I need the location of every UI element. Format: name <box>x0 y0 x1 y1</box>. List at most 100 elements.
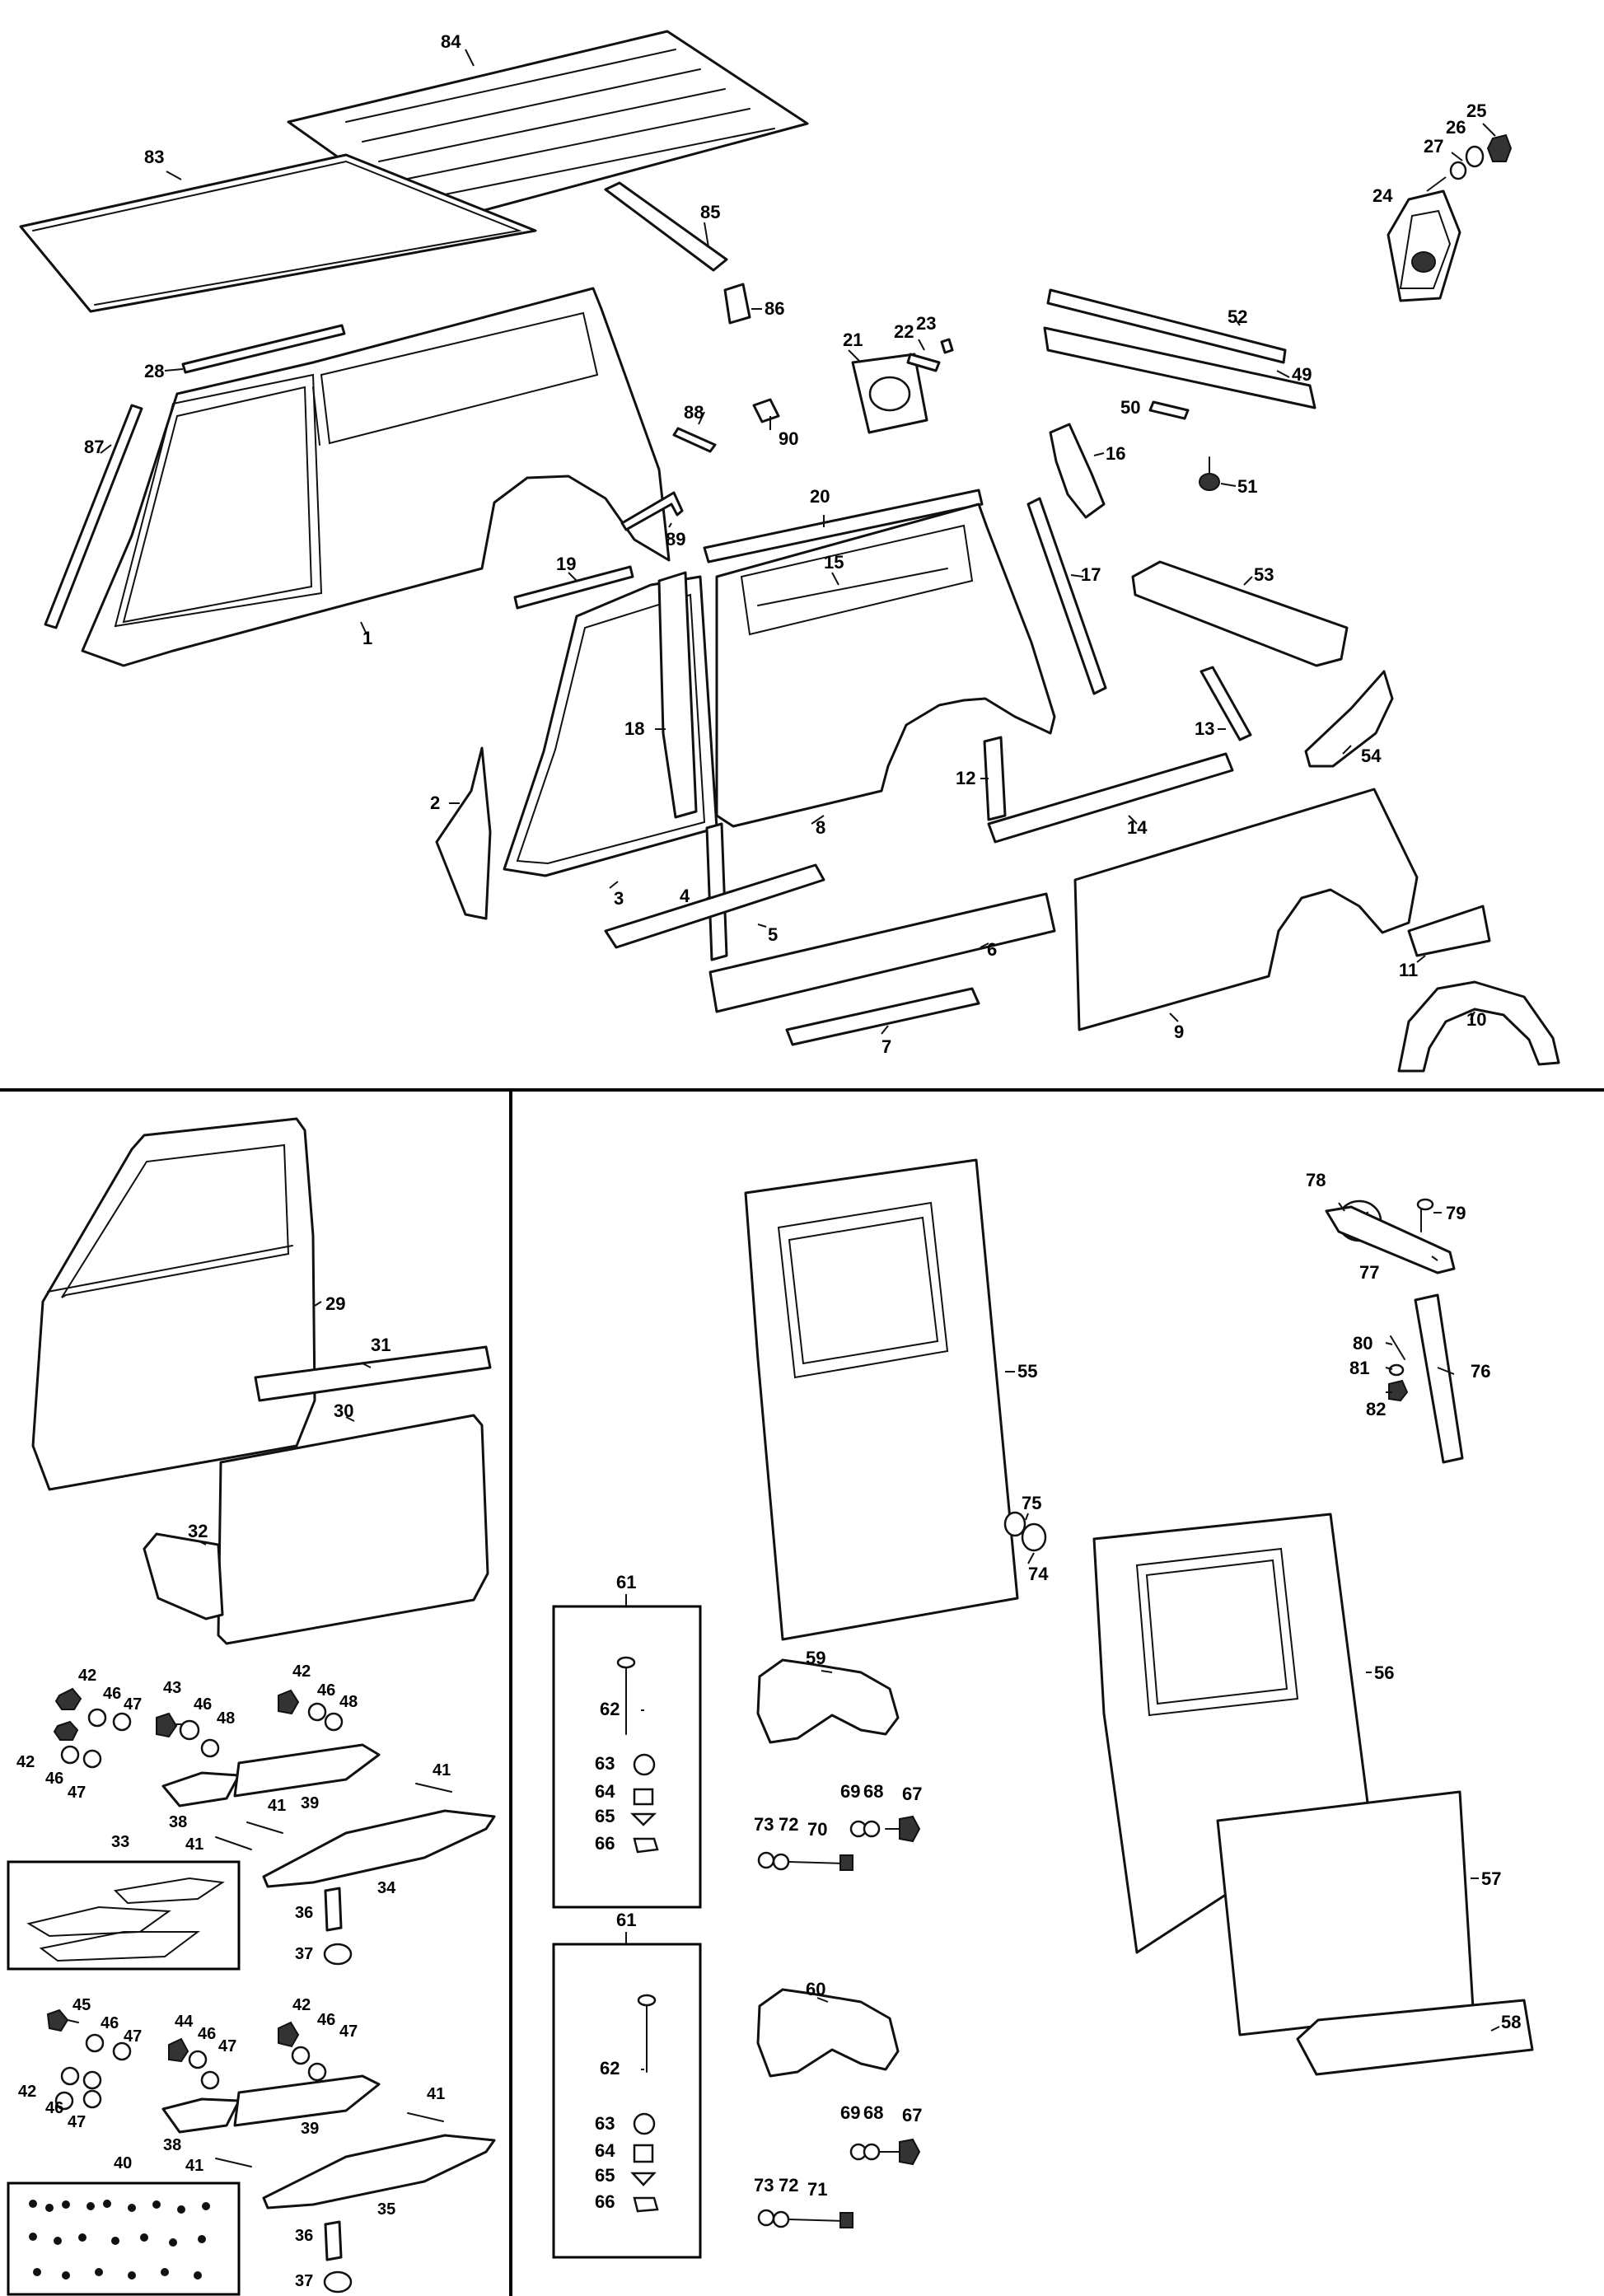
front-corner-2 <box>435 746 492 920</box>
pocket-58 <box>1296 1999 1534 2076</box>
body-shell-section <box>19 30 1560 1073</box>
label-84: 84 <box>441 31 461 52</box>
channel-13 <box>1199 666 1252 741</box>
label-8: 8 <box>816 817 825 838</box>
label-7: 7 <box>881 1036 891 1057</box>
label-73-a: 73 <box>754 1814 774 1835</box>
label-33: 33 <box>111 1833 129 1851</box>
label-47-e: 47 <box>218 2037 236 2055</box>
label-18: 18 <box>624 718 644 739</box>
sill-channel-4 <box>705 822 728 961</box>
label-71: 71 <box>807 2179 827 2200</box>
inner-panel-57 <box>1216 1790 1475 2036</box>
label-60: 60 <box>806 1979 825 1999</box>
label-86: 86 <box>765 298 784 319</box>
label-80: 80 <box>1353 1333 1373 1354</box>
label-47-d: 47 <box>68 2113 86 2131</box>
label-50: 50 <box>1120 397 1140 418</box>
label-48-a: 48 <box>217 1709 235 1728</box>
label-4: 4 <box>680 886 690 906</box>
label-10: 10 <box>1466 1009 1486 1030</box>
hinge-pin-kit-upper <box>552 1605 702 1909</box>
label-15: 15 <box>824 552 844 573</box>
label-81: 81 <box>1349 1358 1369 1378</box>
label-30: 30 <box>334 1401 353 1421</box>
b-pillar-18 <box>657 571 698 819</box>
corner-panel-54 <box>1304 670 1394 768</box>
label-41-d: 41 <box>427 2085 445 2103</box>
label-46-b: 46 <box>45 1770 63 1788</box>
rear-rail-52 <box>1046 288 1287 364</box>
label-79: 79 <box>1446 1203 1466 1223</box>
label-69-a: 69 <box>840 1781 860 1802</box>
filler-housing <box>851 353 928 434</box>
label-34: 34 <box>377 1879 396 1897</box>
label-46-c: 46 <box>194 1695 212 1714</box>
label-42-e: 42 <box>292 1996 311 2014</box>
cross-member-53 <box>1131 560 1349 667</box>
label-38-b: 38 <box>163 2136 181 2154</box>
label-46-f: 46 <box>45 2099 63 2117</box>
label-16: 16 <box>1106 443 1125 464</box>
door-top-rail-20 <box>703 489 984 563</box>
label-73-b: 73 <box>754 2175 774 2195</box>
label-90: 90 <box>779 428 798 449</box>
label-41-e: 41 <box>185 2157 203 2175</box>
label-82: 82 <box>1366 1399 1386 1419</box>
label-64-b: 64 <box>595 2140 615 2161</box>
label-46-h: 46 <box>317 2011 335 2029</box>
label-45: 45 <box>72 1996 91 2014</box>
sill-cover-7 <box>785 987 980 1046</box>
roof-rail <box>604 181 728 272</box>
label-59: 59 <box>806 1648 825 1668</box>
label-74: 74 <box>1028 1564 1049 1584</box>
label-58: 58 <box>1501 2012 1521 2032</box>
label-29: 29 <box>325 1293 345 1314</box>
label-87: 87 <box>84 437 104 457</box>
bracket-16 <box>1049 423 1106 519</box>
strip-19 <box>513 565 634 610</box>
label-51: 51 <box>1237 476 1257 497</box>
rocker-6 <box>708 892 1056 1013</box>
label-37-a: 37 <box>295 1945 313 1963</box>
label-75: 75 <box>1022 1493 1041 1513</box>
label-63-a: 63 <box>595 1753 615 1774</box>
label-6: 6 <box>987 939 997 960</box>
label-22: 22 <box>894 321 914 342</box>
label-24: 24 <box>1373 185 1393 206</box>
hinge-hardware-lower <box>46 2008 496 2294</box>
section-dividers <box>0 1088 1604 2296</box>
label-27: 27 <box>1424 136 1443 157</box>
label-21: 21 <box>843 330 863 350</box>
label-11: 11 <box>1399 960 1418 980</box>
label-42-d: 42 <box>18 2083 36 2101</box>
filler-screw <box>940 338 954 354</box>
label-52: 52 <box>1228 306 1247 327</box>
label-41-b: 41 <box>268 1797 286 1815</box>
label-61-b: 61 <box>616 1910 636 1930</box>
label-28: 28 <box>144 361 164 381</box>
label-19: 19 <box>556 554 576 574</box>
label-42-b: 42 <box>16 1753 35 1771</box>
label-65-b: 65 <box>595 2165 615 2186</box>
channel-12 <box>983 736 1007 821</box>
label-40: 40 <box>114 2154 132 2172</box>
label-72-b: 72 <box>779 2175 798 2195</box>
label-68-a: 68 <box>863 1781 883 1802</box>
l-bracket-89 <box>620 491 684 531</box>
label-23: 23 <box>916 313 936 334</box>
label-39-a: 39 <box>301 1794 319 1812</box>
label-47-c: 47 <box>124 2027 142 2046</box>
rear-door-section <box>552 1158 1534 2259</box>
a-pillar-strip <box>44 404 143 629</box>
label-37-b: 37 <box>295 2272 313 2290</box>
roof-seal <box>19 153 537 313</box>
label-49: 49 <box>1292 364 1312 385</box>
label-41-c: 41 <box>185 1835 203 1854</box>
part-labels: 84 83 85 86 28 87 1 88 90 89 21 22 23 24… <box>16 31 1521 2290</box>
pillar-strip-17 <box>1026 497 1107 695</box>
filler-cap-assembly <box>1387 133 1513 302</box>
label-55: 55 <box>1017 1361 1037 1382</box>
rear-quarter-panel <box>715 503 1056 828</box>
leader-lines <box>100 49 1500 2070</box>
